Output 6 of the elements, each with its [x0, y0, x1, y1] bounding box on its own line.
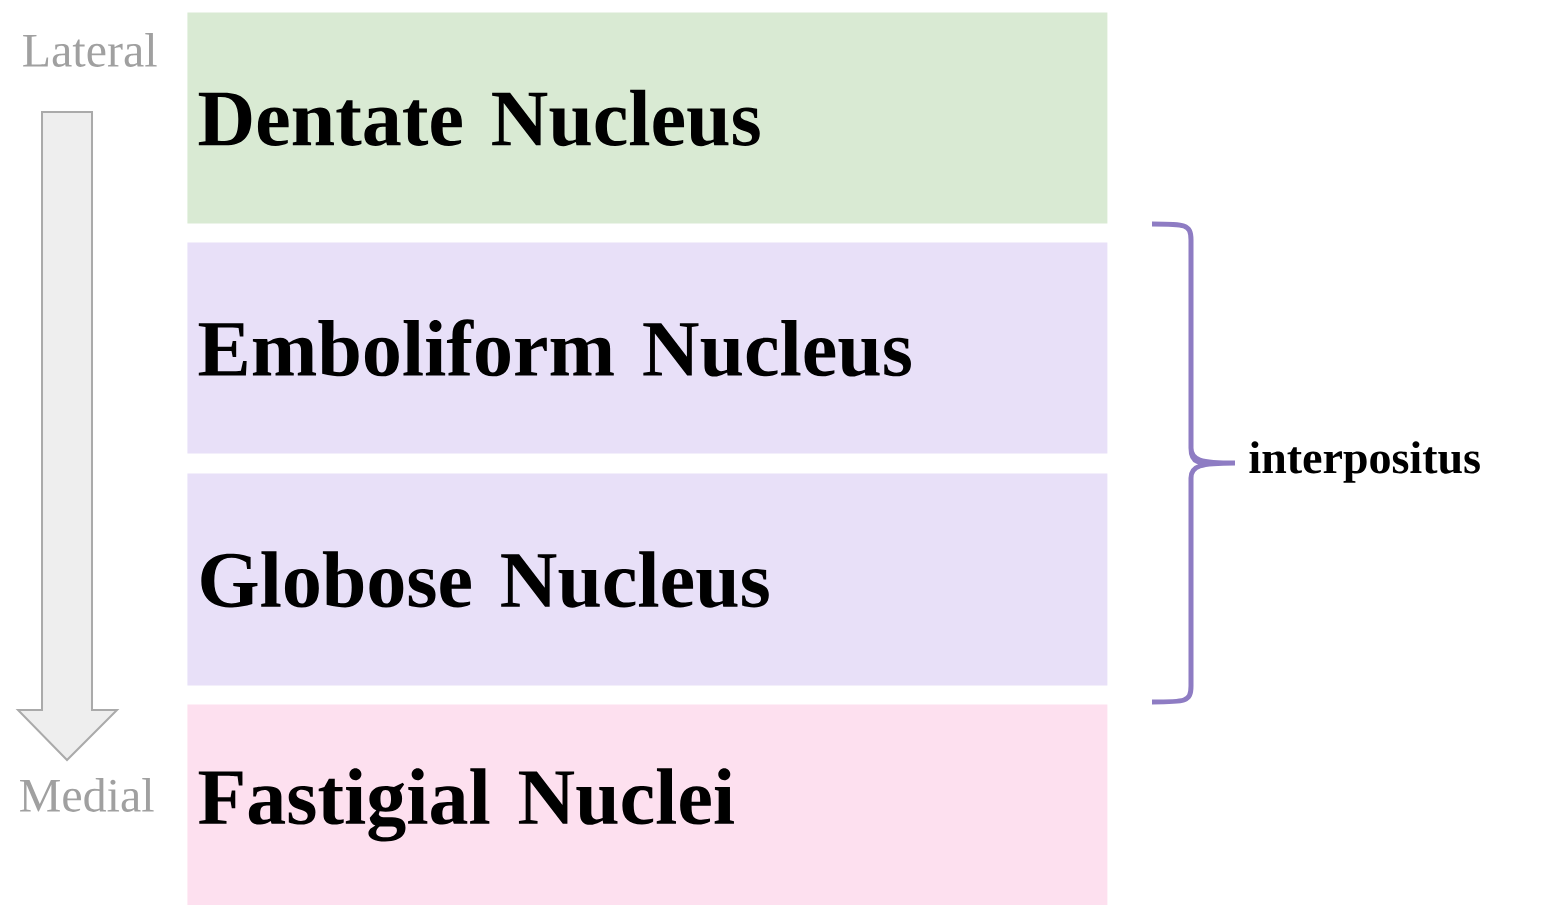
nucleus-band: Fastigial Nuclei [187, 704, 1108, 905]
nucleus-band: Globose Nucleus [187, 473, 1108, 686]
side-label: Medial [20, 778, 154, 812]
nucleus-band: Dentate Nucleus [187, 12, 1108, 224]
brace-label: interpositus [1249, 441, 1480, 483]
nucleus-band: Emboliform Nucleus [187, 242, 1108, 454]
